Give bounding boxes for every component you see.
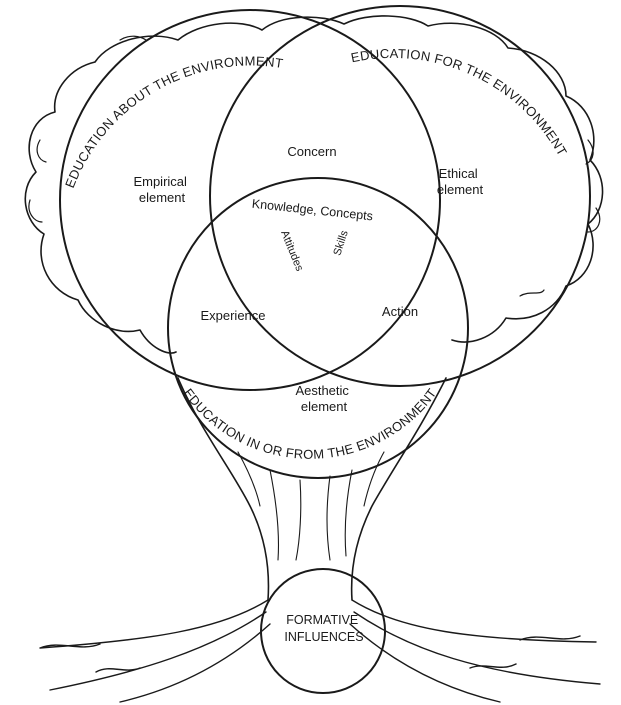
label-knowledge-concepts: Knowledge, Concepts [251,197,373,224]
label-action: Action [382,304,418,319]
label-skills: Skills [331,229,350,258]
label-education-about: EDUCATION ABOUT THE ENVIRONMENT [62,54,284,190]
tree-canopy-outline [25,16,602,353]
label-ethical-element: Ethical element [437,166,484,197]
trunk-bark-lines [238,452,384,560]
circle-education-in-from [168,178,468,478]
label-concern: Concern [287,144,336,159]
label-experience: Experience [200,308,265,323]
label-attitudes: Attitudes [278,229,305,274]
label-aesthetic-element: Aesthetic element [295,383,352,414]
label-empirical-element: Empirical element [133,174,190,205]
canopy-texture [29,36,600,296]
label-formative-influences: FORMATIVE INFLUENCES [284,613,363,644]
